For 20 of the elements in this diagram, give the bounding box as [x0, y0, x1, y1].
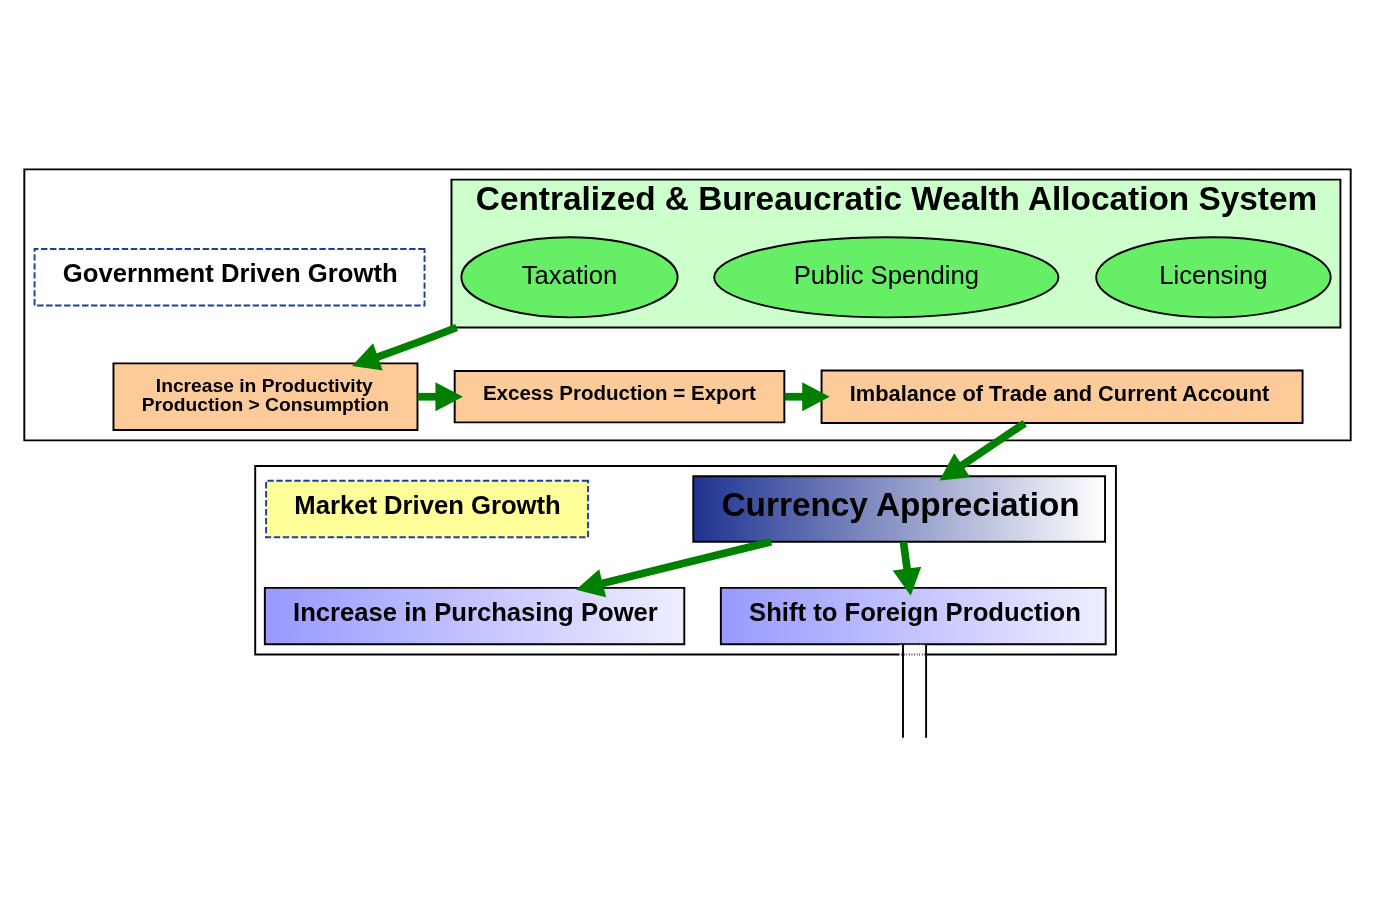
arrow: [939, 420, 1027, 481]
node-box: Shift to Foreign Production: [719, 586, 1107, 646]
arrow: [575, 538, 773, 598]
arrow: [892, 541, 922, 596]
node-box: Currency Appreciation: [692, 475, 1106, 543]
arrow: [351, 323, 458, 371]
node-box: Imbalance of Trade and Current Account: [820, 369, 1304, 424]
node-ellipse: Licensing: [1095, 236, 1332, 319]
node-box: Increase in Productivity Production > Consumption: [112, 362, 419, 432]
node-box: Excess Production = Export: [453, 370, 786, 424]
node-box: Government Driven Growth: [33, 248, 426, 307]
arrow: [417, 382, 463, 412]
arrow: [784, 382, 830, 412]
node-ellipse: Taxation: [460, 236, 679, 319]
node-ellipse: Public Spending: [713, 236, 1060, 319]
node-box: Market Driven Growth: [265, 479, 590, 539]
cluster: [254, 465, 1117, 656]
cluster: [23, 168, 1352, 442]
connector: [899, 643, 925, 739]
node-box: Increase in Purchasing Power: [263, 586, 686, 646]
